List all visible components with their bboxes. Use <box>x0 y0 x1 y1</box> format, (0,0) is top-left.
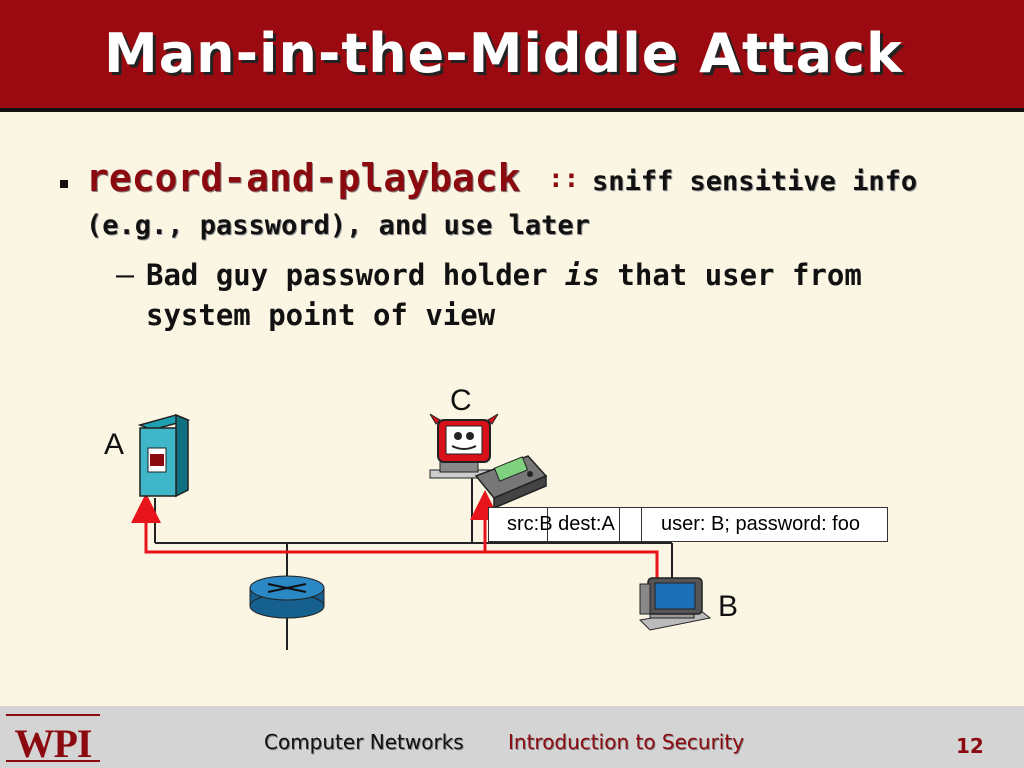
network-wires <box>154 470 673 650</box>
bullet-term: record-and-playback <box>86 156 521 200</box>
footer-topic: Introduction to Security <box>508 730 745 754</box>
wpi-logo-text: WPI <box>14 721 93 766</box>
router-icon <box>249 575 325 619</box>
bullet-separator: :: <box>548 164 580 194</box>
wpi-logo: WPI <box>6 712 100 766</box>
slide-title: Man-in-the-Middle Attack <box>104 22 903 85</box>
sub-bullet-line1: Bad guy password holder is that user fro… <box>146 258 862 292</box>
logo-rule-top <box>6 714 100 716</box>
sub-bullet-emphasis: is <box>565 258 600 292</box>
packet-divider <box>641 508 642 541</box>
page-number: 12 <box>956 734 984 758</box>
bullet-description-line1: sniff sensitive info <box>592 166 918 197</box>
host-a-label: A <box>104 428 125 461</box>
footer-course: Computer Networks <box>264 730 464 754</box>
title-bar: Man-in-the-Middle Attack <box>0 0 1024 112</box>
bullet-description-line2: (e.g., password), and use later <box>86 210 590 241</box>
footer-bar <box>0 706 1024 768</box>
host-b-label: B <box>718 590 739 623</box>
bullet-marker <box>60 180 68 188</box>
packet-payload: user: B; password: foo <box>661 513 860 535</box>
host-c-label: C <box>450 384 472 417</box>
packet-header: src:B dest:A <box>507 513 615 535</box>
host-b-computer-icon <box>638 577 712 631</box>
sub-bullet-line1-after: that user from <box>599 258 862 292</box>
sub-bullet-line1-before: Bad guy password holder <box>146 258 566 292</box>
packet-divider <box>619 508 620 541</box>
attack-path <box>131 490 659 580</box>
packet-divider <box>547 508 548 541</box>
packet-box: src:B dest:A user: B; password: foo <box>488 507 888 542</box>
logo-rule-bottom <box>6 760 100 762</box>
host-c-attacker-icon <box>429 413 548 510</box>
sub-bullet-line2: system point of view <box>146 298 496 332</box>
host-a-server-icon <box>137 413 191 498</box>
sub-bullet-dash: – <box>116 258 135 293</box>
